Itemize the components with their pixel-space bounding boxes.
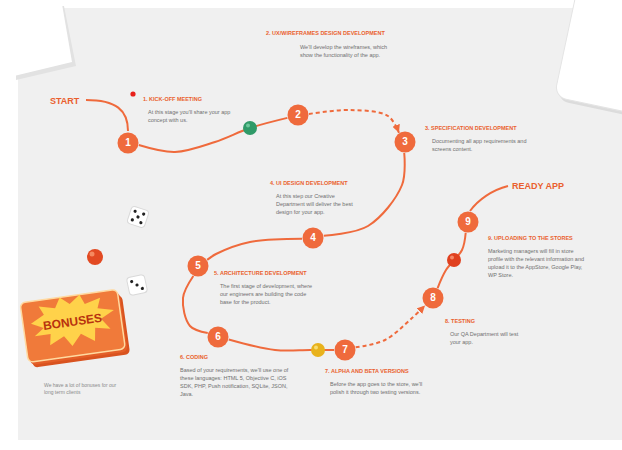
step-node: 33. SPECIFICATION DEVELOPMENTDocumenting… xyxy=(394,131,416,153)
step-description: The first stage of development, where ou… xyxy=(220,282,316,306)
step-heading: 9. UPLOADING TO THE STORES xyxy=(488,235,573,242)
ball-highlight xyxy=(246,124,250,128)
step-circle xyxy=(395,132,416,153)
step-circle xyxy=(288,105,309,126)
die-pip xyxy=(139,221,143,225)
step-node: 66. CODINGBased of your requirements, we… xyxy=(207,326,229,348)
step-node: 22. UX/WIREFRAMES DESIGN DEVELOPMENTWe'l… xyxy=(287,104,309,126)
step-description: Before the app goes to the store, we'll … xyxy=(330,380,426,396)
step-circle xyxy=(118,133,139,154)
starburst xyxy=(28,290,118,351)
step-node: 55. ARCHITECTURE DEVELOPMENTThe first st… xyxy=(187,255,209,277)
ball-highlight xyxy=(90,252,95,257)
die-pip xyxy=(142,212,146,216)
die-body xyxy=(126,274,147,295)
process-connector xyxy=(324,153,405,236)
step-node: 77. ALPHA AND BETA VERSIONSBefore the ap… xyxy=(334,339,356,361)
step-description: Documenting all app requirements and scr… xyxy=(432,137,532,153)
red-ball xyxy=(447,253,461,267)
process-connector xyxy=(183,276,208,333)
step-description: We'll develop the wireframes, which show… xyxy=(300,43,396,59)
step-circle xyxy=(458,212,479,233)
step-number: 6 xyxy=(207,326,229,348)
start-line xyxy=(86,100,128,131)
process-connector xyxy=(356,306,425,348)
orange-ball xyxy=(87,249,103,265)
step-node: 44. UI DESIGN DEVELOPMENTAt this step ou… xyxy=(302,227,324,249)
die-body xyxy=(127,206,150,229)
step-node: 11. KICK-OFF MEETINGAt this stage you'll… xyxy=(117,132,139,154)
step-number: 2 xyxy=(287,104,309,126)
ball-highlight xyxy=(314,346,318,350)
step-description: At this stage you'll share your app conc… xyxy=(148,108,240,124)
process-connector xyxy=(438,233,466,288)
step-node: 88. TESTINGOur QA Department will test y… xyxy=(422,287,444,309)
step-circle xyxy=(188,256,209,277)
step-circle xyxy=(208,327,229,348)
step-heading: 2. UX/WIREFRAMES DESIGN DEVELOPMENT xyxy=(266,30,385,37)
dice xyxy=(127,206,150,229)
backdrop xyxy=(18,8,622,440)
step-heading: 3. SPECIFICATION DEVELOPMENT xyxy=(425,125,517,132)
phone-device xyxy=(554,0,622,118)
process-connector xyxy=(309,110,399,133)
yellow-ball xyxy=(311,343,325,357)
step-number: 7 xyxy=(334,339,356,361)
step-heading: 7. ALPHA AND BETA VERSIONS xyxy=(325,368,409,375)
step-heading: 4. UI DESIGN DEVELOPMENT xyxy=(270,180,348,187)
process-connector xyxy=(207,239,302,260)
die-pip xyxy=(140,287,144,291)
step-number: 9 xyxy=(457,211,479,233)
step-circle xyxy=(423,288,444,309)
paper-sheet xyxy=(14,4,72,76)
phone-body xyxy=(554,0,622,114)
step-description: Marketing managers will fill in store pr… xyxy=(488,247,588,279)
die-pip xyxy=(136,215,140,219)
step-heading: 1. KICK-OFF MEETING xyxy=(143,96,202,103)
step-number: 8 xyxy=(422,287,444,309)
step-number: 4 xyxy=(302,227,324,249)
step-number: 3 xyxy=(394,131,416,153)
die-pip xyxy=(130,280,134,284)
bonus-cards xyxy=(20,289,130,369)
step-circle xyxy=(335,340,356,361)
step-node: 99. UPLOADING TO THE STORESMarketing man… xyxy=(457,211,479,233)
finish-label: READY APP xyxy=(512,180,564,192)
step-description: Our QA Department will test your app. xyxy=(450,330,530,346)
red-dot xyxy=(130,91,135,96)
ball-highlight xyxy=(450,256,454,260)
step-number: 1 xyxy=(117,132,139,154)
start-label: START xyxy=(50,95,79,107)
step-heading: 6. CODING xyxy=(180,354,208,361)
die-pip xyxy=(133,209,137,213)
step-number: 5 xyxy=(187,255,209,277)
die-pip xyxy=(130,218,134,222)
step-description: At this step our Creative Department wil… xyxy=(276,192,356,216)
finish-line xyxy=(470,186,508,211)
dice xyxy=(126,274,147,295)
die-pip xyxy=(135,283,139,287)
step-heading: 5. ARCHITECTURE DEVELOPMENT xyxy=(214,270,307,277)
step-circle xyxy=(303,228,324,249)
green-ball xyxy=(243,121,257,135)
step-heading: 8. TESTING xyxy=(445,318,475,325)
step-description: Based of your requirements, we'll use on… xyxy=(180,366,292,398)
card xyxy=(20,289,125,362)
bonus-caption: We have a lot of bonuses for our long te… xyxy=(44,382,126,396)
